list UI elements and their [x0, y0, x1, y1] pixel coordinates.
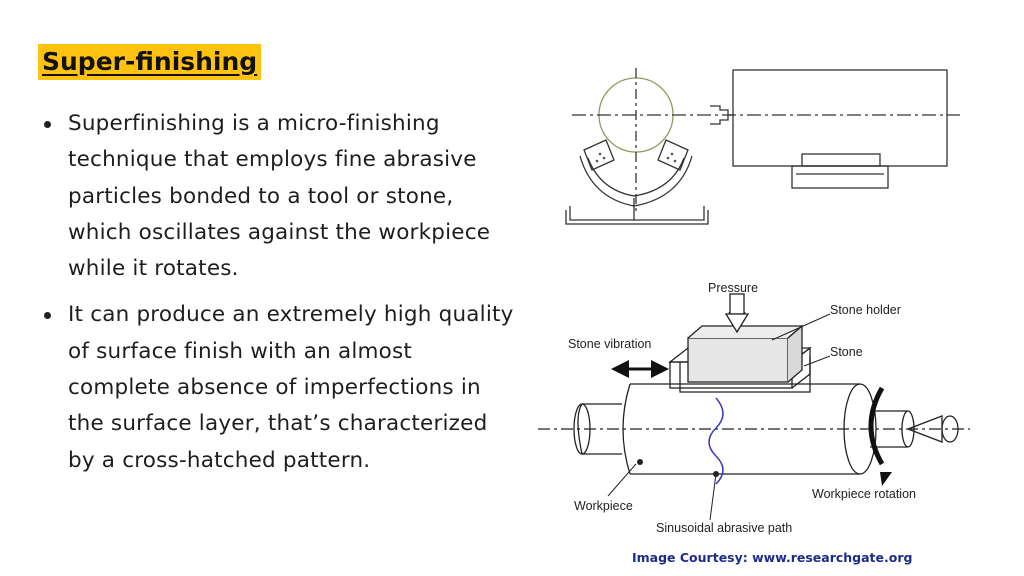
bullet-item: It can produce an extremely high quality…	[40, 297, 520, 478]
stone-side	[679, 356, 811, 393]
stone-holder-inner-arc	[587, 157, 685, 197]
bullet-dot-icon	[44, 312, 51, 320]
base-bracket	[569, 206, 705, 221]
stone-label: Stone	[830, 345, 863, 359]
stone-vibration-label: Stone vibration	[568, 337, 651, 351]
workpiece-label: Workpiece	[574, 499, 633, 513]
stone-block	[687, 337, 789, 383]
stone-holder-label: Stone holder	[830, 303, 901, 317]
bullet-text: Superfinishing is a micro-finishing tech…	[68, 111, 491, 282]
workpiece-left-end	[622, 383, 631, 475]
slide-title: Super-finishing	[38, 44, 262, 80]
left-stone	[583, 139, 615, 171]
workpiece-right-end	[843, 383, 877, 475]
schematic-drawing: Pressure Stone holder Stone vibration St…	[538, 281, 970, 535]
base-bracket-outer	[565, 210, 709, 225]
carriage-top	[801, 153, 881, 167]
pressure-label: Pressure	[708, 281, 758, 295]
superfinishing-setup-figure	[540, 48, 970, 258]
rotation-arrow	[868, 386, 885, 466]
bullet-text: It can produce an extremely high quality…	[68, 302, 514, 473]
abrasive-path-curve	[708, 397, 724, 485]
workpiece-rotation-label: Workpiece rotation	[812, 487, 916, 501]
machine-block	[732, 69, 948, 167]
carriage-base	[791, 165, 889, 189]
bullet-list: Superfinishing is a micro-finishing tech…	[40, 106, 520, 489]
image-courtesy: Image Courtesy: www.researchgate.org	[632, 550, 913, 565]
abrasive-path-label: Sinusoidal abrasive path	[656, 521, 792, 535]
pressure-arrow	[724, 293, 750, 334]
superfinishing-schematic: Pressure Stone holder Stone vibration St…	[530, 276, 980, 544]
right-stone	[657, 139, 689, 171]
setup-drawing	[565, 68, 960, 225]
right-shaft	[901, 410, 915, 448]
bullet-item: Superfinishing is a micro-finishing tech…	[40, 106, 520, 287]
bullet-dot-icon	[44, 121, 51, 128]
workpiece-cylinder	[630, 383, 860, 475]
